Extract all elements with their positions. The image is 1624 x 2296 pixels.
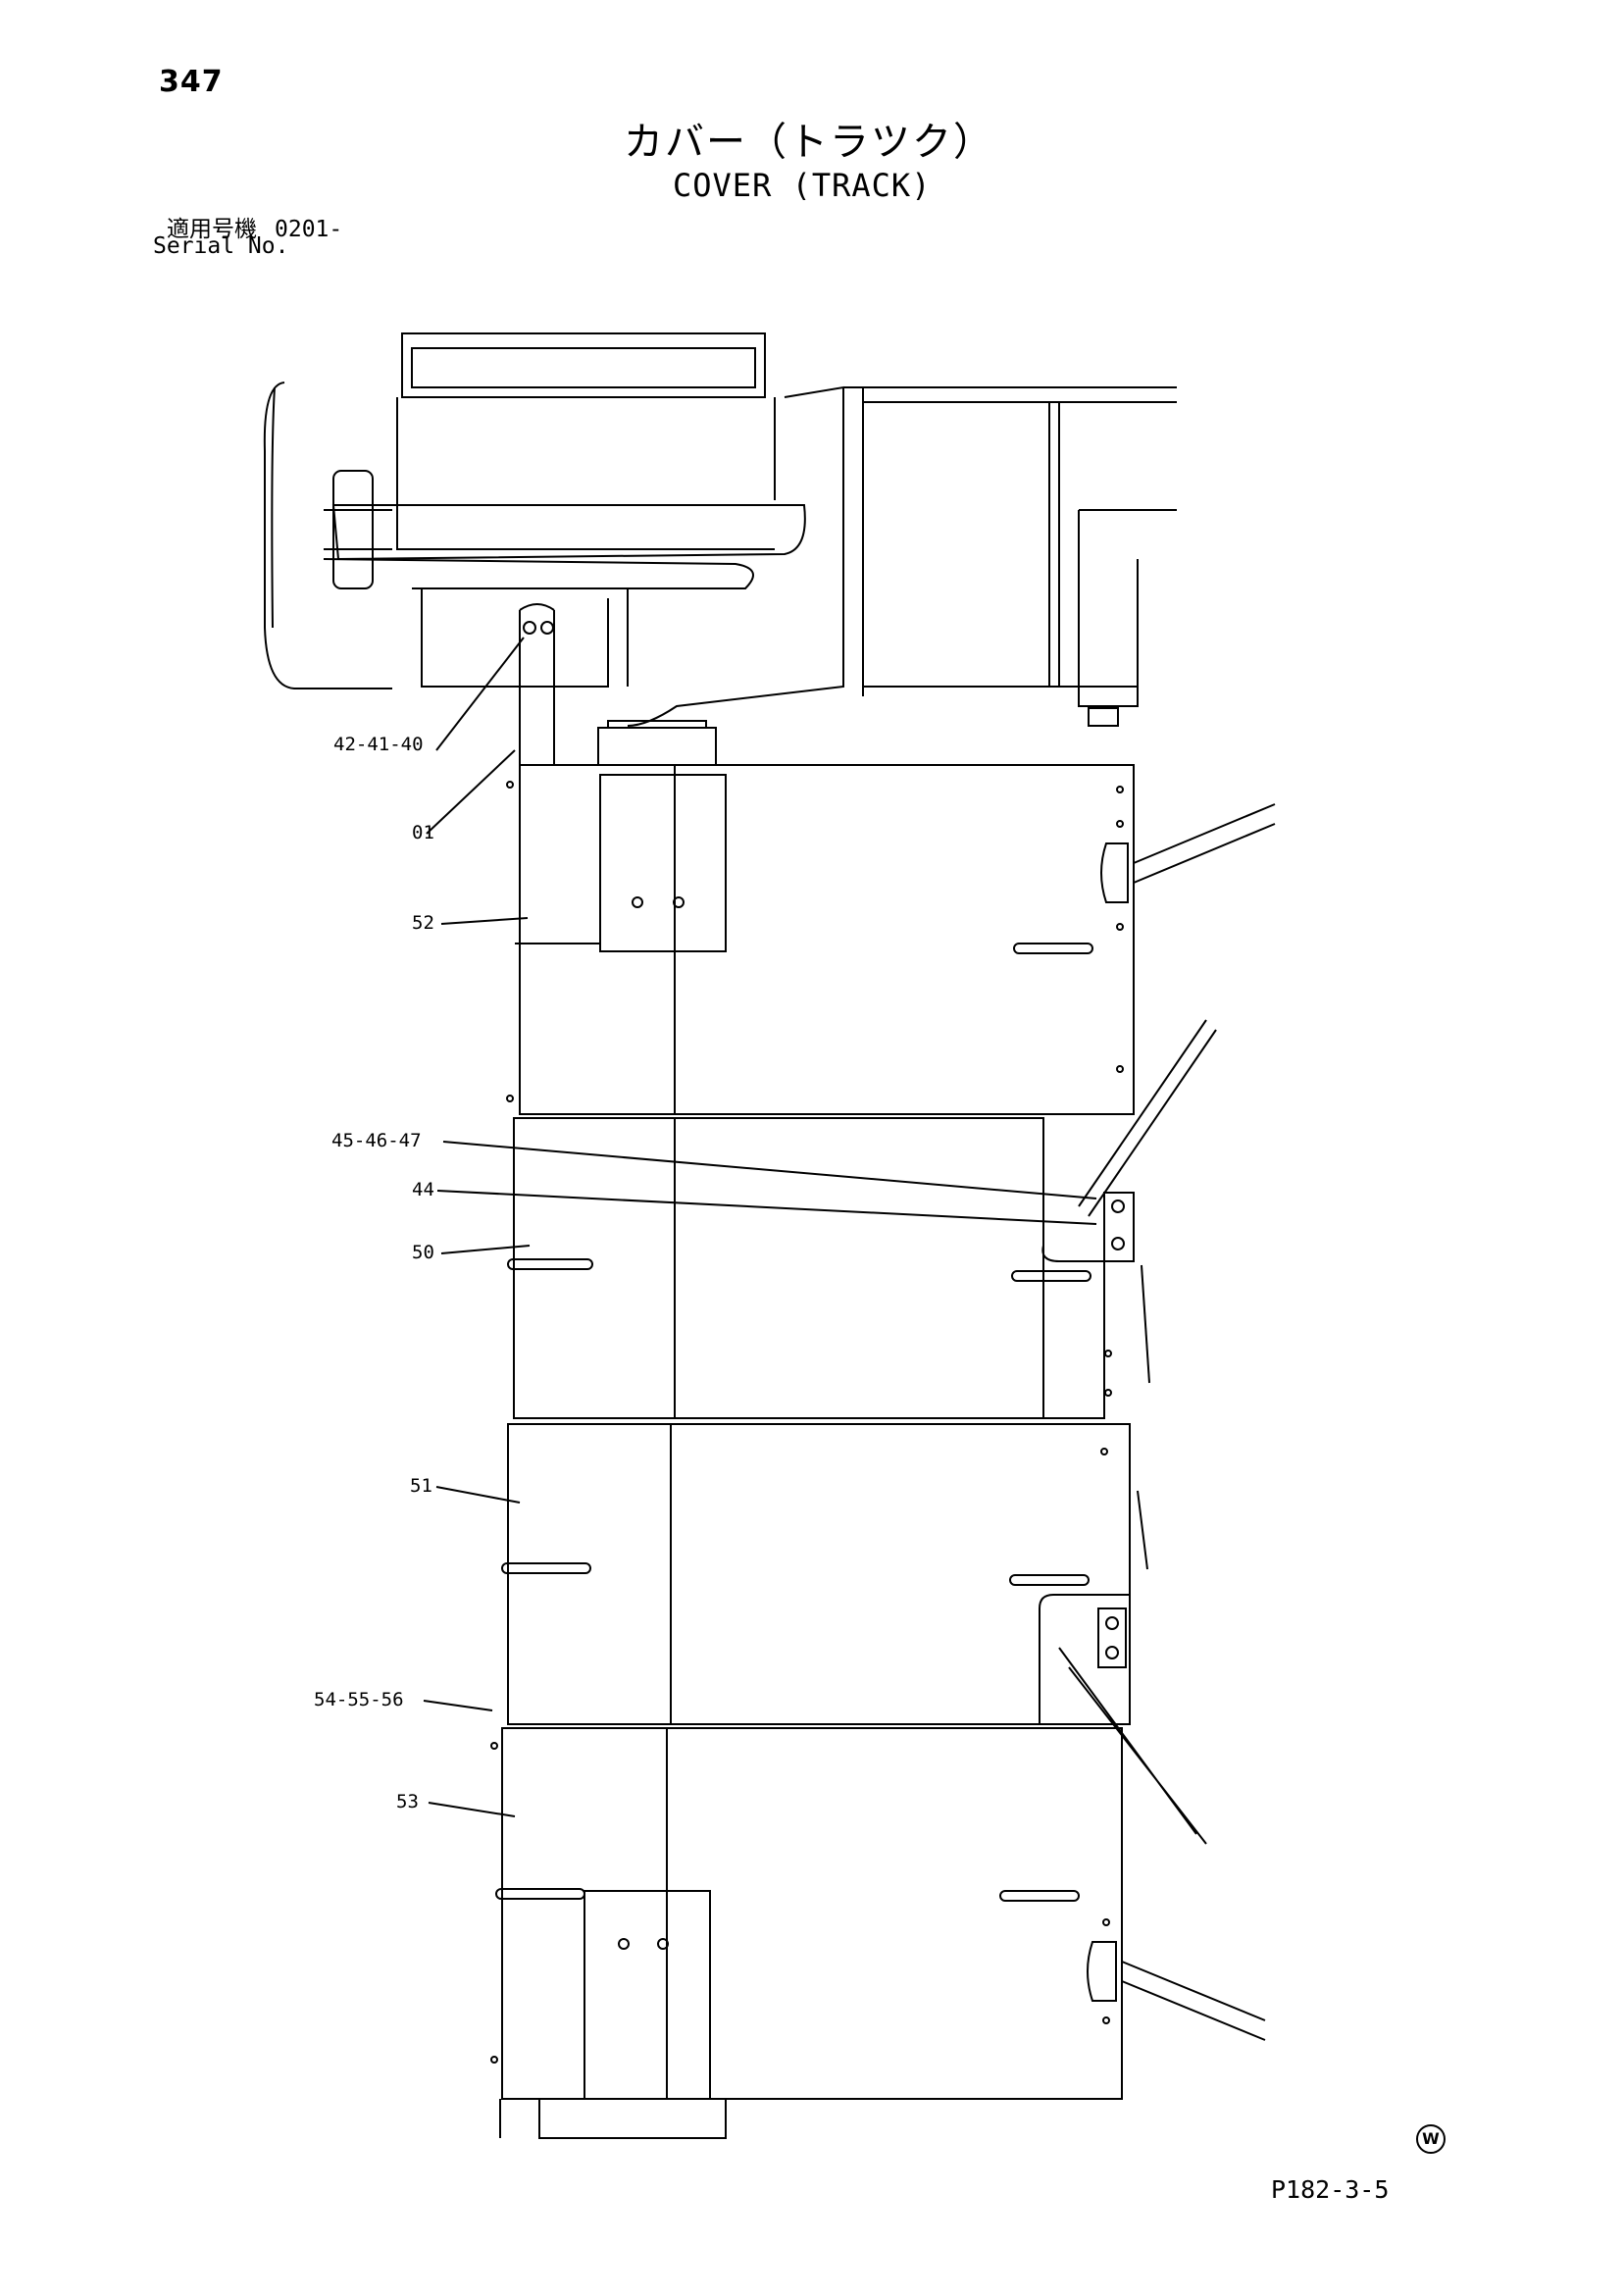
serial-label-english: Serial No. bbox=[153, 233, 289, 259]
title-japanese: カバー（トラツク） bbox=[624, 120, 994, 165]
callout-51: 51 bbox=[410, 1475, 432, 1497]
serial-label-japanese: 適用号機 0201- bbox=[167, 210, 342, 243]
callout-01: 01 bbox=[412, 822, 434, 843]
serial-label-jp-text: 適用号機 bbox=[167, 217, 257, 242]
corner-mark: W bbox=[1416, 2124, 1446, 2154]
link-arm bbox=[520, 604, 554, 765]
callout-53: 53 bbox=[396, 1791, 419, 1812]
callout-44: 44 bbox=[412, 1179, 434, 1200]
callout-50: 50 bbox=[412, 1242, 434, 1263]
figure-code: P182-3-5 bbox=[1271, 2175, 1390, 2204]
callout-54-55-56: 54-55-56 bbox=[314, 1689, 404, 1710]
cover-panel-51 bbox=[502, 1424, 1206, 1844]
page-number: 347 bbox=[159, 65, 224, 99]
cover-panel-52 bbox=[507, 765, 1275, 1114]
callout-42-41-40: 42-41-40 bbox=[333, 734, 424, 755]
leader-lines bbox=[424, 638, 1096, 1816]
upper-body-assembly bbox=[265, 333, 1177, 765]
serial-code: 0201- bbox=[275, 217, 343, 242]
title-english: COVER (TRACK) bbox=[673, 167, 932, 204]
cover-panel-53 bbox=[491, 1728, 1265, 2138]
callout-45-46-47: 45-46-47 bbox=[331, 1130, 422, 1151]
cover-panel-50 bbox=[508, 1020, 1216, 1418]
callout-52: 52 bbox=[412, 912, 434, 934]
